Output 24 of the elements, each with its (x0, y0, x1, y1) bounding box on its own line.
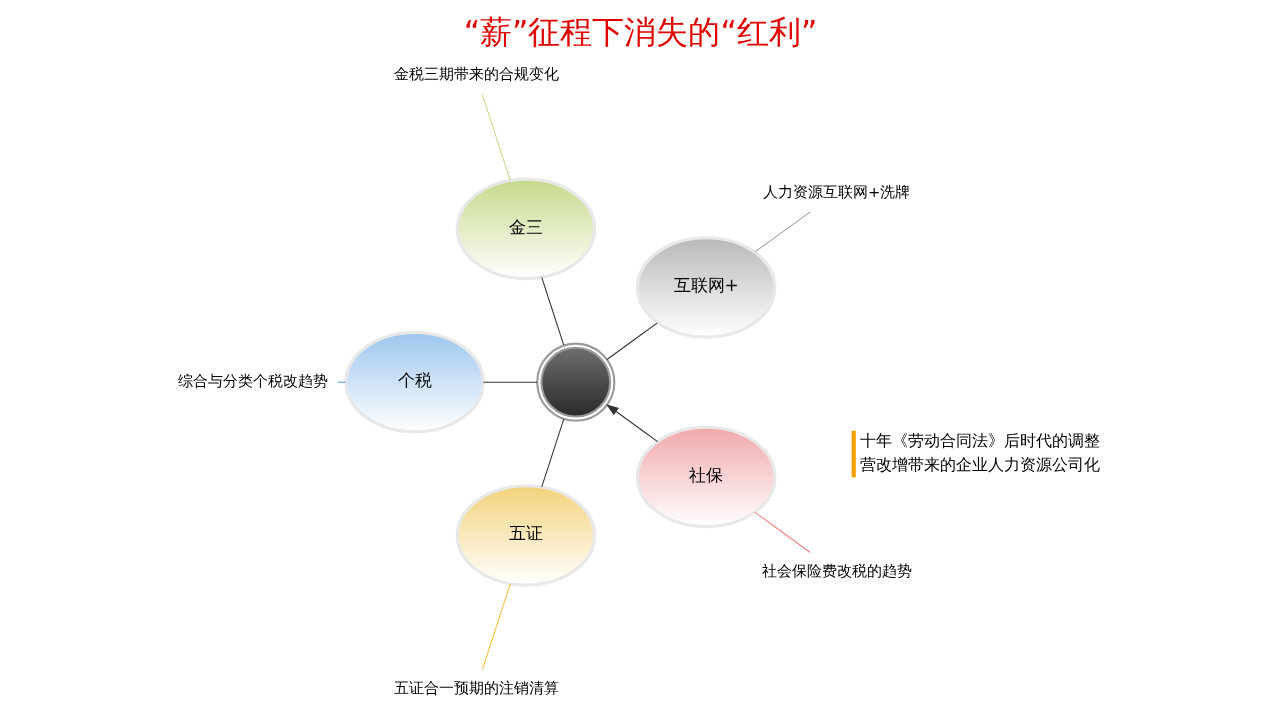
connector (753, 511, 811, 553)
connector (540, 276, 564, 346)
node-text: 综合与分类个税改趋势 (177, 371, 328, 389)
connector (481, 582, 511, 670)
node-ellipse: 互联网+ (635, 235, 776, 339)
node-text: 五证合一预期的注销清算 (393, 678, 559, 696)
node-circle (535, 342, 615, 422)
node-ellipse: 金三 (455, 177, 596, 280)
node-ellipse: 五证 (455, 483, 596, 587)
connector (606, 321, 658, 360)
node-ellipse: 社保 (635, 425, 776, 528)
connector (482, 381, 537, 383)
diagram-title: “薪”征程下消失的“红利” (463, 13, 817, 50)
label: 营改增带来的企业人力资源公司化 (859, 454, 1100, 474)
label: 十年《劳动合同法》后时代的调整 (859, 430, 1100, 450)
connector (336, 381, 346, 383)
node-text: 社会保险费改税的趋势 (761, 561, 912, 579)
connector (481, 93, 511, 181)
connector (753, 210, 811, 253)
node-text: 金税三期带来的合规变化 (393, 64, 559, 82)
node-text: 人力资源互联网+洗牌 (762, 182, 910, 200)
connector (540, 418, 564, 487)
node-ellipse: 个税 (343, 330, 485, 433)
arrow (605, 403, 658, 442)
